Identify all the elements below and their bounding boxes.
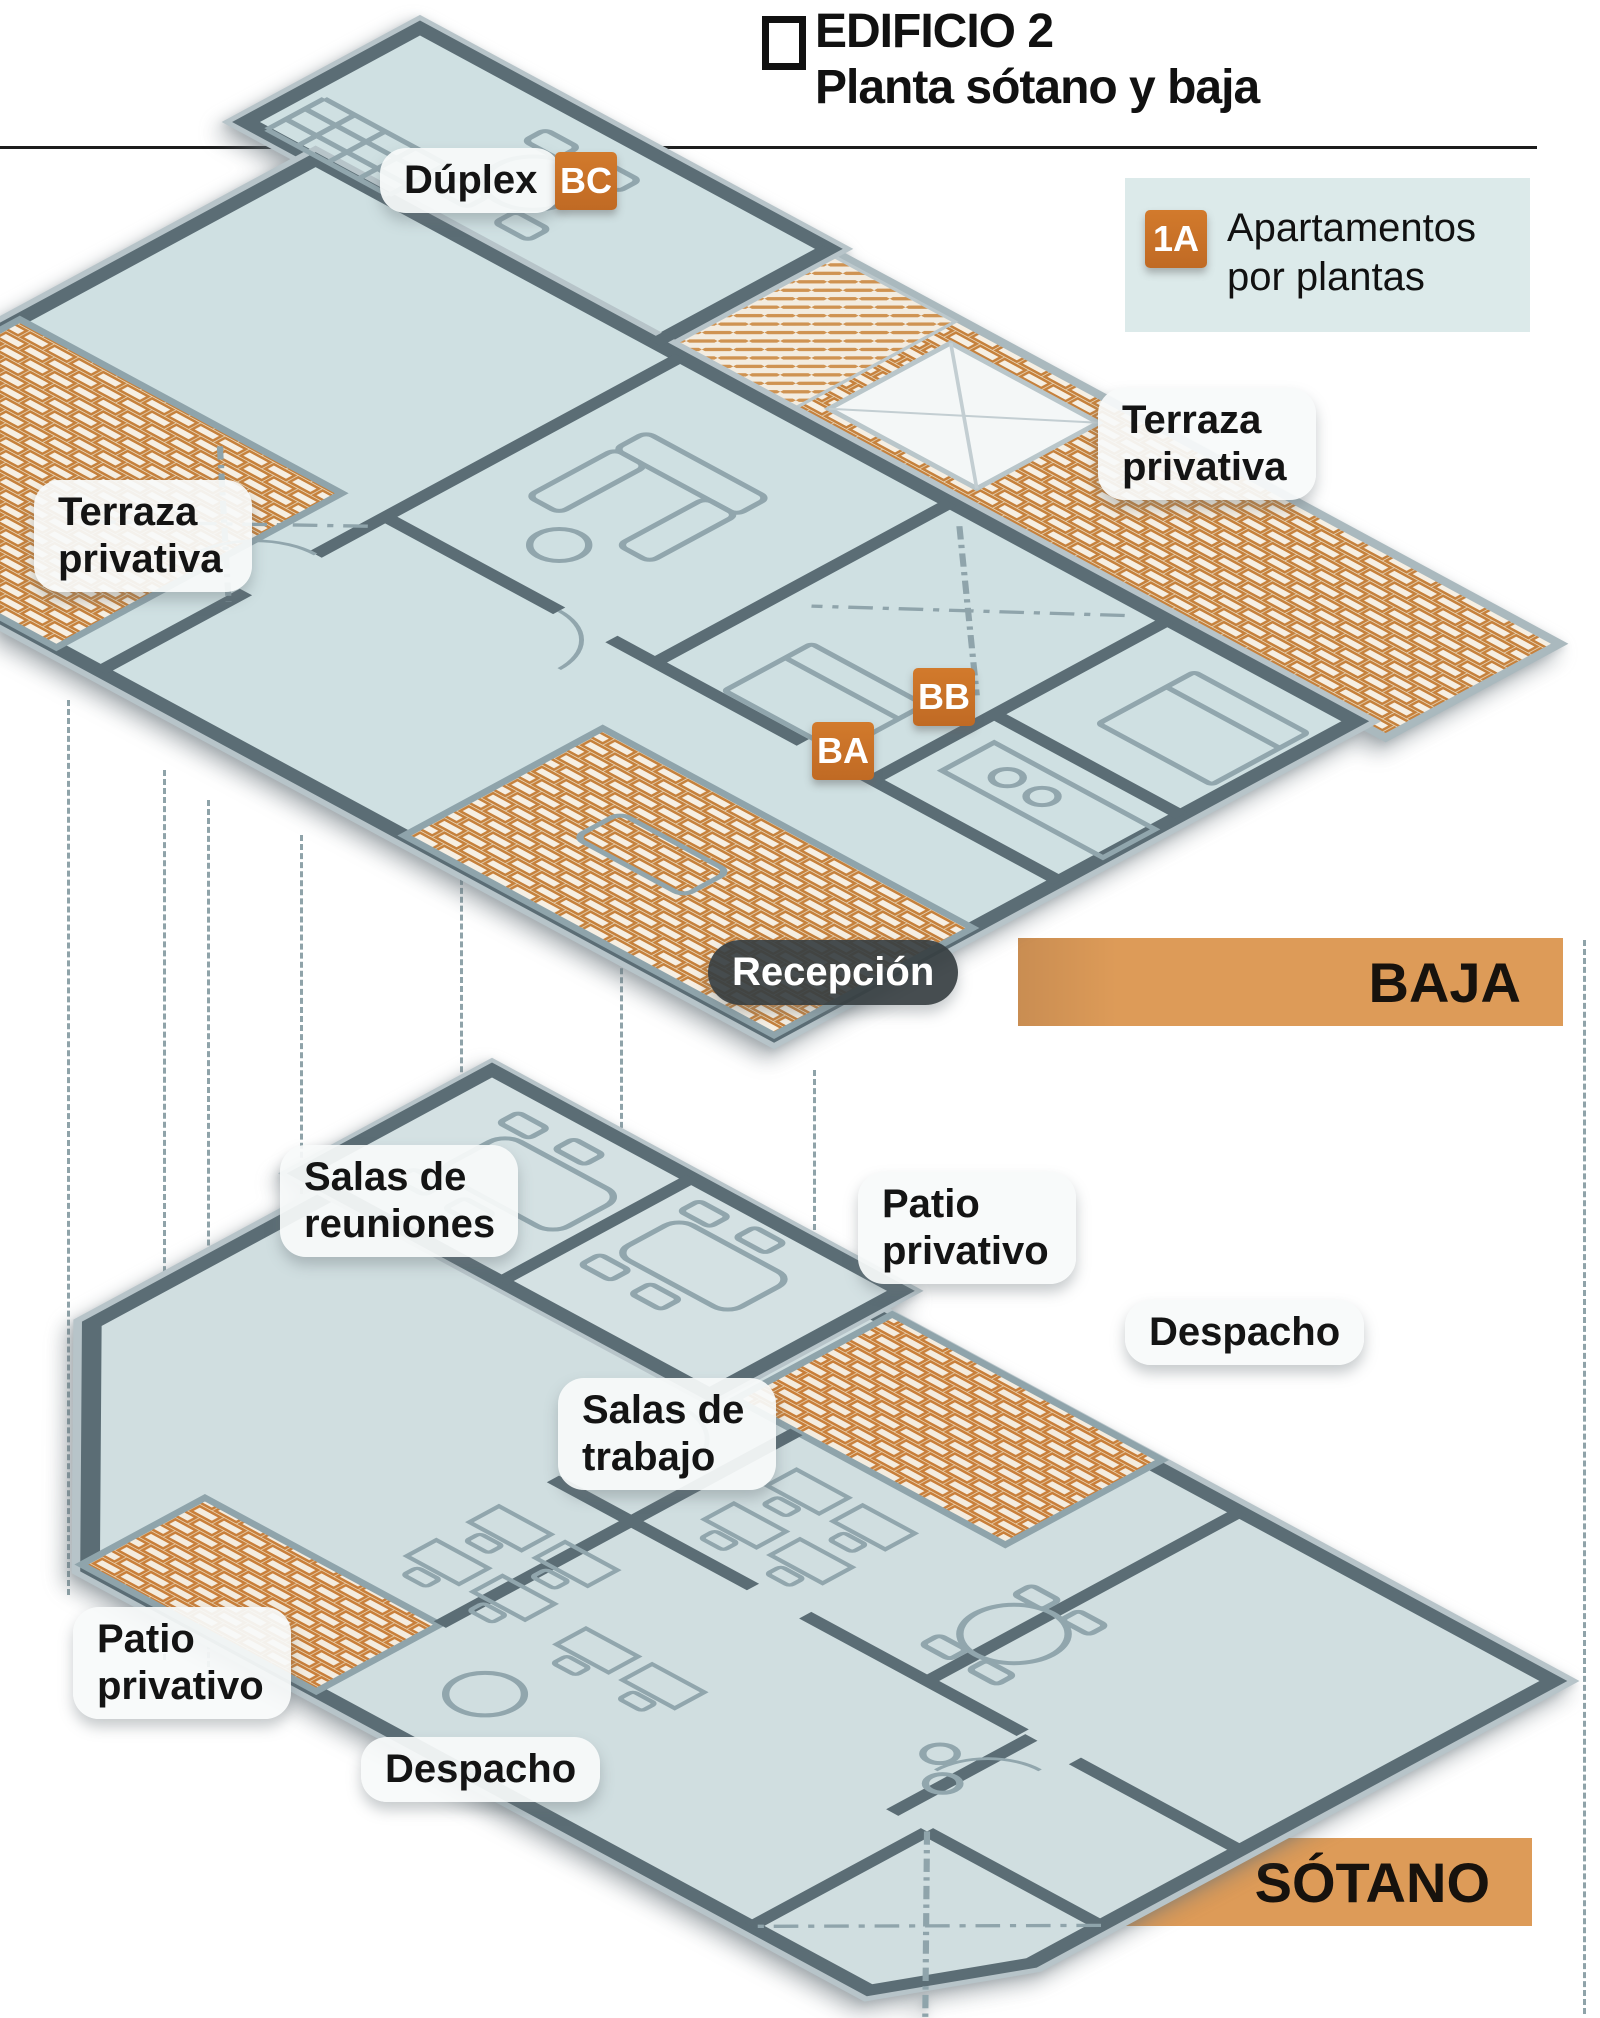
label-terraza-left: Terraza privativa (34, 480, 252, 593)
projection-line (163, 770, 166, 1660)
legend-box: 1A Apartamentos por plantas (1125, 178, 1530, 332)
label-despacho-left: Despacho (361, 1737, 601, 1803)
label-despacho-right: Despacho (1125, 1300, 1365, 1366)
sotano-patio-right-area (728, 1310, 1169, 1549)
label-patio-right: Patio privativo (858, 1172, 1076, 1285)
header-rule (0, 146, 1537, 149)
baja-interior-walls (93, 245, 1188, 885)
sotano-banner-label: SÓTANO (1254, 1850, 1490, 1914)
page-title: EDIFICIO 2 (815, 5, 1054, 58)
legend-label: Apartamentos por plantas (1227, 206, 1477, 299)
title-square-icon (762, 16, 806, 70)
sotano-stairwell-cross (751, 1831, 1102, 2018)
projection-line (67, 700, 70, 1595)
baja-banner-label: BAJA (1368, 950, 1521, 1014)
label-salas-trabajo: Salas de trabajo (558, 1378, 776, 1491)
legend-apartment-badge: 1A (1145, 210, 1207, 268)
projection-line (620, 905, 623, 1155)
label-patio-left: Patio privativo (73, 1607, 291, 1720)
projection-line (813, 1070, 816, 1520)
label-recepcion: Recepción (708, 940, 959, 1006)
badge-bb: BB (913, 668, 975, 726)
baja-floor-banner: BAJA (1018, 938, 1563, 1026)
badge-ba: BA (812, 722, 874, 780)
projection-line (207, 800, 210, 1685)
sotano-floor-banner: SÓTANO (1068, 1838, 1532, 1926)
badge-bc: BC (555, 152, 617, 210)
baja-skylight (823, 340, 1104, 492)
label-duplex: Dúplex (380, 148, 562, 214)
label-terraza-right: Terraza privativa (1098, 388, 1316, 501)
label-salas-reuniones: Salas de reuniones (280, 1145, 518, 1258)
projection-line (1583, 940, 1586, 2014)
baja-terraza-hatch-strip (651, 249, 959, 416)
page-subtitle: Planta sótano y baja (815, 61, 1260, 114)
sotano-furniture (393, 1111, 1108, 1795)
